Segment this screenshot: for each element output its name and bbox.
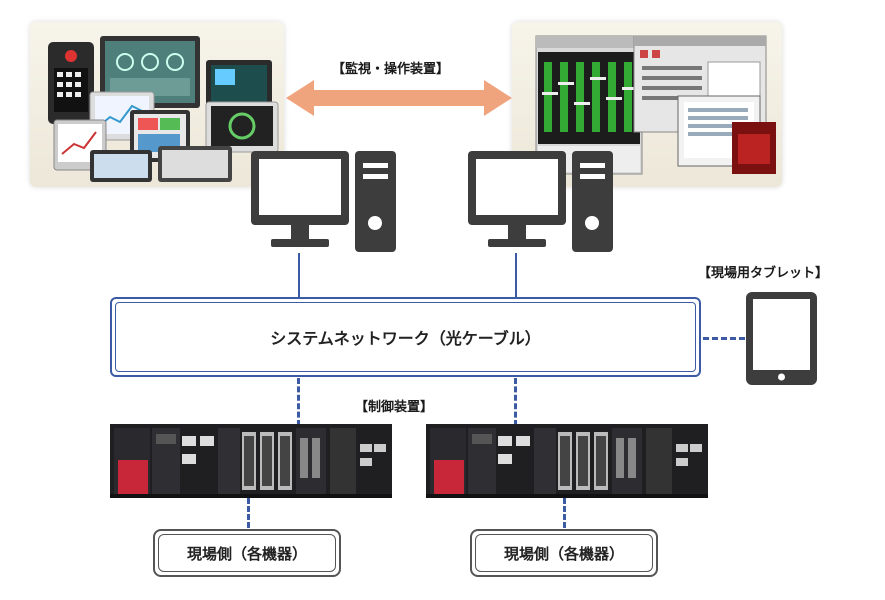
double-arrow-icon [286, 80, 512, 116]
monitoring-label: 【監視・操作装置】 [332, 62, 450, 77]
pc-network-link [515, 253, 517, 298]
desktop-computer-icon [468, 151, 613, 252]
tablet-label: 【現場用タブレット】 [698, 266, 829, 281]
field-equipment-label: 現場側（各機器） [158, 534, 336, 572]
plc-field-link [247, 498, 250, 528]
plc-rack-image [426, 424, 708, 498]
plc-field-link [563, 498, 566, 528]
tablet-network-link [703, 337, 745, 340]
field-equipment-label: 現場側（各機器） [475, 534, 653, 572]
hmi-panels-photo [30, 22, 284, 187]
pc-network-link [298, 253, 300, 298]
plc-rack-image [110, 424, 392, 498]
tablet-icon [746, 292, 817, 385]
system-network-box: システムネットワーク（光ケーブル） [110, 297, 701, 377]
system-network-label: システムネットワーク（光ケーブル） [115, 302, 696, 372]
control-label: 【制御装置】 [355, 400, 434, 415]
field-equipment-box: 現場側（各機器） [470, 529, 658, 577]
desktop-computer-icon [251, 151, 396, 252]
field-equipment-box: 現場側（各機器） [153, 529, 341, 577]
network-plc-link [514, 378, 517, 426]
network-plc-link [297, 378, 300, 426]
